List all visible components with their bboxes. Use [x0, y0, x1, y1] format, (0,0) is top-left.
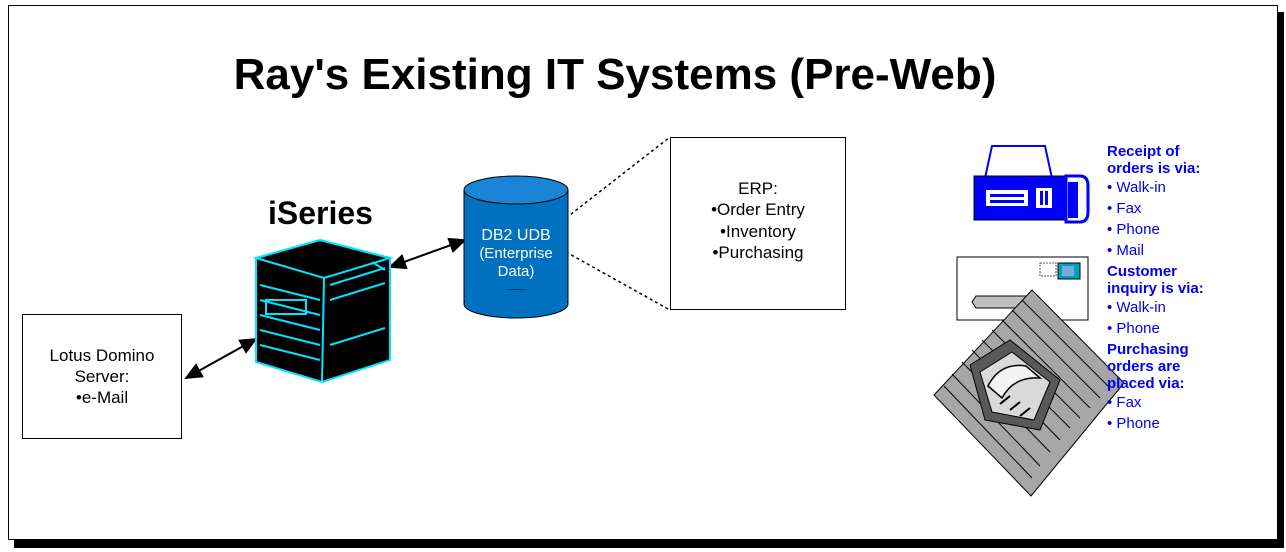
erp-box: ERP: •Order Entry •Inventory •Purchasing [670, 137, 846, 310]
inquiry-item: • Walk-in [1107, 299, 1166, 316]
fax-machine-icon [973, 145, 1090, 224]
erp-line-1: ERP: [738, 179, 778, 198]
purchasing-heading-1: Purchasing [1107, 341, 1189, 358]
db2-line-3: Data) [497, 263, 535, 281]
lotus-iseries-connector [184, 338, 258, 379]
slide-shadow-right [1278, 12, 1284, 548]
page-title: Ray's Existing IT Systems (Pre-Web) [233, 50, 997, 99]
iseries-db-connector [388, 237, 467, 270]
iseries-server-icon [252, 238, 394, 384]
erp-line-4: •Purchasing [712, 242, 804, 262]
purchasing-item: • Phone [1107, 415, 1160, 432]
slide-shadow-bottom [14, 540, 1284, 548]
receipt-item: • Phone [1107, 221, 1160, 238]
erp-line-3: •Inventory [720, 221, 796, 241]
inquiry-heading-2: inquiry is via: [1107, 280, 1204, 297]
lotus-domino-box: Lotus Domino Server: •e-Mail [22, 314, 182, 439]
lotus-line-3: •e-Mail [75, 388, 129, 408]
purchasing-heading-3: placed via: [1107, 375, 1185, 392]
purchasing-item: • Fax [1107, 394, 1142, 411]
db2-line-2: (Enterprise [479, 245, 553, 263]
channels-text: Receipt of orders is via: • Walk-in • Fa… [1107, 142, 1267, 437]
purchasing-heading-2: orders are [1107, 358, 1181, 375]
lotus-line-1: Lotus Domino [49, 345, 155, 365]
telephone-icon [933, 289, 1125, 497]
db2-label: DB2 UDB (Enterprise Data) [464, 226, 568, 281]
db2-cylinder [463, 175, 569, 319]
db2-line-1: DB2 UDB [481, 227, 551, 244]
inquiry-heading-1: Customer [1107, 263, 1178, 280]
receipt-item: • Mail [1107, 242, 1144, 259]
receipt-item: • Fax [1107, 200, 1142, 217]
receipt-item: • Walk-in [1107, 179, 1166, 196]
receipt-heading-1: Receipt of [1107, 143, 1180, 160]
lotus-line-2: Server: [74, 366, 130, 386]
receipt-heading-2: orders is via: [1107, 160, 1201, 177]
erp-line-2: •Order Entry [711, 200, 805, 220]
db-erp-callout-top [565, 136, 671, 219]
iseries-label: iSeries [268, 195, 373, 231]
inquiry-item: • Phone [1107, 320, 1160, 337]
db-erp-callout-bottom [565, 251, 671, 311]
